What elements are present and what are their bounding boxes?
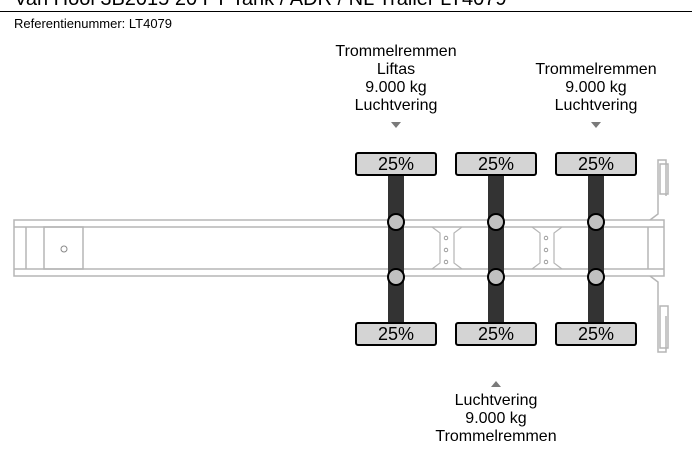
tire-axle1-left: 25% [355, 152, 437, 176]
arrow-down-icon [391, 122, 401, 128]
title-divider [0, 11, 692, 12]
kingpin-icon [60, 245, 68, 253]
tire-axle2-left: 25% [455, 152, 537, 176]
crossmember-holes [443, 235, 549, 265]
page-title: Van Hool 3B2015 20 FT Tank / ADR / NL Tr… [14, 0, 507, 11]
axle2-spec-label: Luchtvering 9.000 kg Trommelremmen [416, 392, 576, 446]
axle2-suspension: Luchtvering [454, 392, 538, 409]
hub-icon [487, 213, 505, 231]
axle3-suspension: Luchtvering [554, 97, 638, 114]
axle1-load: 9.000 kg [365, 79, 427, 96]
rear-bumper [649, 159, 669, 353]
tire-axle1-right: 25% [355, 322, 437, 346]
hub-icon [587, 213, 605, 231]
tire-axle3-left: 25% [555, 152, 637, 176]
axle3-spec-label: Trommelremmen 9.000 kg Luchtvering [516, 61, 676, 115]
axle-2 [487, 172, 505, 326]
arrow-down-icon [591, 122, 601, 128]
axle1-brake-type: Trommelremmen [335, 43, 457, 60]
axle1-suspension: Luchtvering [354, 97, 438, 114]
axle2-brake-type: Trommelremmen [435, 428, 557, 445]
axle2-load: 9.000 kg [465, 410, 527, 427]
arrow-up-icon [491, 381, 501, 387]
axle-3 [587, 172, 605, 326]
tire-axle2-right: 25% [455, 322, 537, 346]
reference-number: Referentienummer: LT4079 [14, 16, 173, 31]
chassis-frame [13, 219, 665, 277]
axle1-spec-label: Trommelremmen Liftas 9.000 kg Luchtverin… [316, 43, 476, 115]
hub-icon [487, 268, 505, 286]
axle1-lift-axle: Liftas [376, 61, 416, 78]
hub-icon [587, 268, 605, 286]
hub-icon [387, 268, 405, 286]
tire-axle3-right: 25% [555, 322, 637, 346]
hub-icon [387, 213, 405, 231]
cross-members [431, 226, 563, 270]
axle-1 [387, 172, 405, 326]
axle3-brake-type: Trommelremmen [535, 61, 657, 78]
axle3-load: 9.000 kg [565, 79, 627, 96]
